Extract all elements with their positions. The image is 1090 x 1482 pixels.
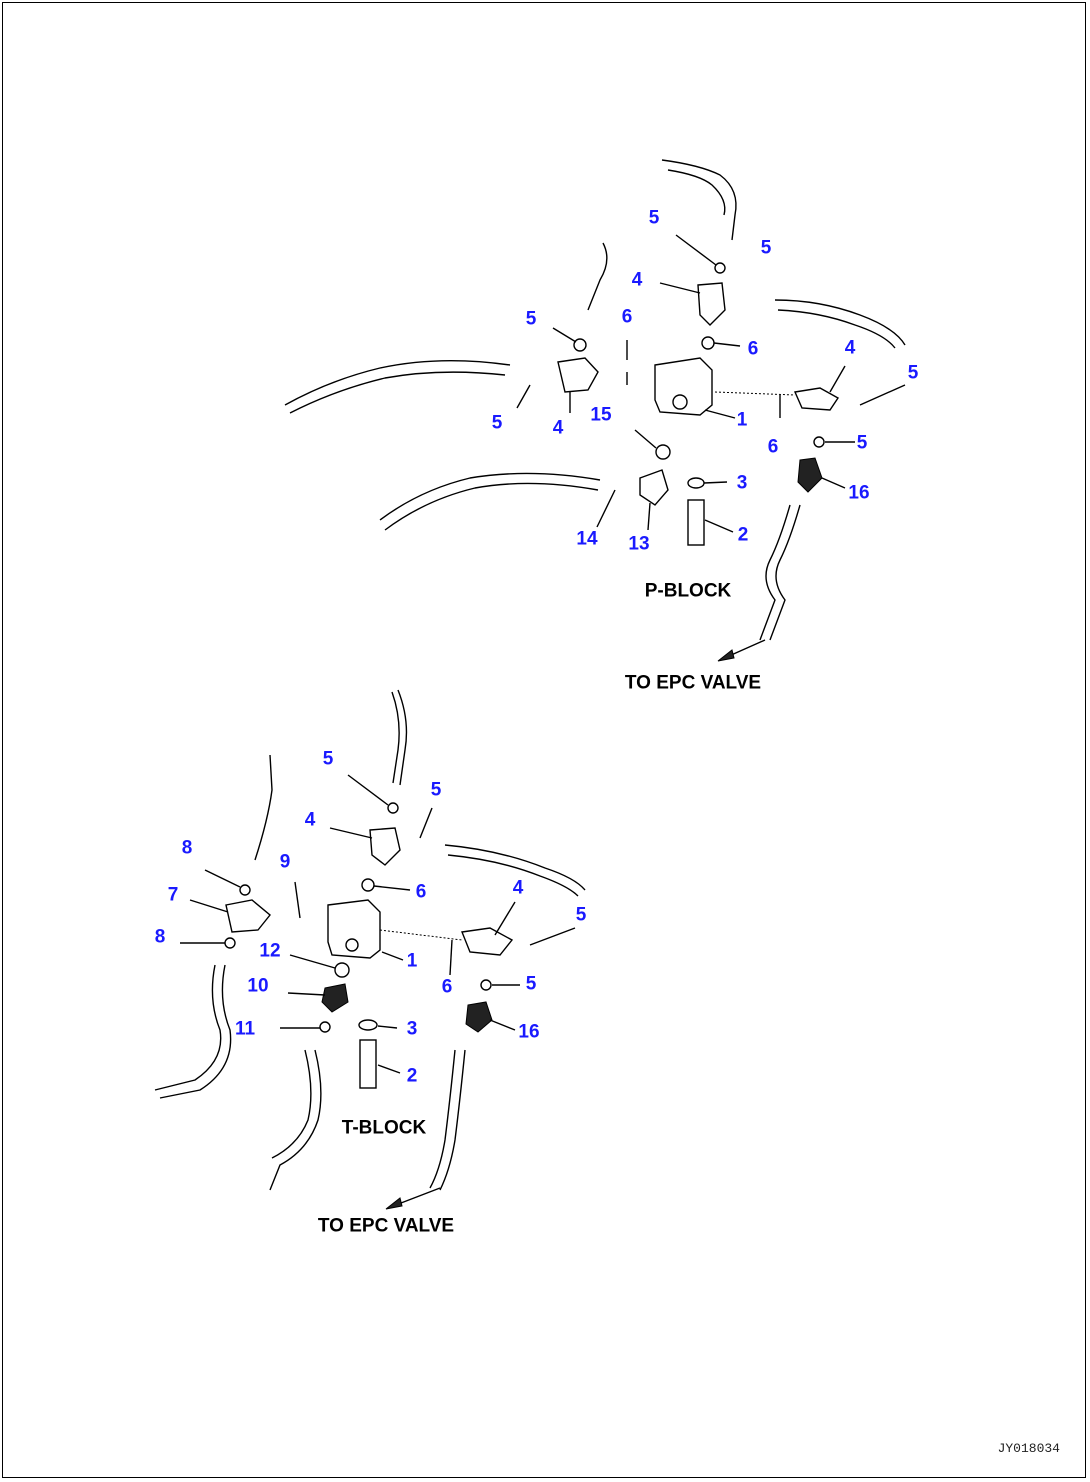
callout-p-5a: 5 bbox=[648, 207, 660, 229]
p-hose-top-inner bbox=[667, 169, 726, 216]
t-hose-upper-left bbox=[254, 754, 273, 861]
t-hose-top bbox=[397, 689, 408, 786]
p-washer bbox=[687, 477, 705, 489]
p-hose-lower-left-inner bbox=[384, 482, 599, 531]
callout-t-8b: 8 bbox=[154, 926, 166, 948]
callout-p-13: 13 bbox=[628, 533, 650, 555]
callout-t-4a: 4 bbox=[304, 809, 316, 831]
callout-p-1: 1 bbox=[736, 409, 748, 431]
p-valve-right bbox=[793, 387, 840, 411]
callout-p-5e: 5 bbox=[491, 412, 503, 434]
p-hose-left-inner bbox=[289, 371, 506, 414]
t-fitting-16 bbox=[465, 1001, 493, 1033]
callout-p-3: 3 bbox=[736, 472, 748, 494]
p-oring-1 bbox=[714, 262, 726, 274]
callout-t-9: 9 bbox=[279, 851, 291, 873]
t-bolt bbox=[359, 1039, 377, 1089]
p-hose-down-inner bbox=[759, 504, 791, 641]
t-oring-6 bbox=[480, 979, 492, 991]
t-valve-right bbox=[461, 927, 514, 956]
p-hose-right bbox=[774, 299, 906, 346]
callout-p-5c: 5 bbox=[525, 308, 537, 330]
p-fitting-16 bbox=[797, 457, 823, 493]
p-oring-4 bbox=[655, 444, 671, 460]
t-hose-mid-down bbox=[269, 1049, 322, 1191]
t-block-assembly bbox=[154, 689, 586, 1210]
callout-p-5f: 5 bbox=[856, 432, 868, 454]
t-fitting-10 bbox=[321, 983, 349, 1013]
t-block-body bbox=[327, 899, 381, 959]
callout-t-11: 11 bbox=[234, 1018, 256, 1040]
callout-p-4c: 4 bbox=[552, 417, 564, 439]
callout-t-8a: 8 bbox=[181, 837, 193, 859]
callout-t-6b: 6 bbox=[441, 976, 453, 998]
t-hose-right-down bbox=[439, 1049, 466, 1191]
t-oring-3 bbox=[361, 878, 375, 892]
callout-p-14: 14 bbox=[576, 528, 598, 550]
p-hose-lower-left bbox=[379, 472, 601, 521]
callout-p-6b: 6 bbox=[747, 338, 759, 360]
p-elbow-13 bbox=[639, 469, 669, 506]
callout-t-7: 7 bbox=[167, 884, 179, 906]
callout-p-5d: 5 bbox=[907, 362, 919, 384]
p-hose-right-inner bbox=[777, 309, 896, 349]
callout-p-4a: 4 bbox=[631, 269, 643, 291]
t-hose-top-inner bbox=[391, 691, 400, 784]
t-hose-left-down-inner bbox=[159, 964, 232, 1099]
p-hose-down bbox=[769, 504, 801, 641]
t-oring-2 bbox=[239, 884, 251, 896]
callout-t-5b: 5 bbox=[430, 779, 442, 801]
callout-t-1: 1 bbox=[406, 950, 418, 972]
t-hose-left-down bbox=[154, 964, 222, 1091]
t-oring-5 bbox=[334, 962, 350, 978]
callout-p-4b: 4 bbox=[844, 337, 856, 359]
callout-t-5d: 5 bbox=[525, 973, 537, 995]
p-valve-top bbox=[697, 282, 726, 326]
callout-t-5c: 5 bbox=[575, 904, 587, 926]
t-block-port bbox=[345, 938, 359, 952]
callout-p-6c: 6 bbox=[767, 436, 779, 458]
t-oring-7 bbox=[319, 1021, 331, 1033]
callout-p-5b: 5 bbox=[760, 237, 772, 259]
callout-p-6a: 6 bbox=[621, 306, 633, 328]
p-hose-left bbox=[284, 359, 511, 406]
callout-t-6a: 6 bbox=[415, 881, 427, 903]
callout-p-2: 2 bbox=[737, 524, 749, 546]
p-hose-top bbox=[661, 159, 737, 241]
t-washer bbox=[358, 1019, 378, 1031]
t-hose-mid-down-inner bbox=[271, 1049, 312, 1159]
callout-t-5a: 5 bbox=[322, 748, 334, 770]
p-oring-3 bbox=[701, 336, 715, 350]
t-hose-right bbox=[444, 844, 586, 891]
p-valve-left bbox=[557, 357, 599, 393]
p-hose-upper-left bbox=[587, 242, 608, 311]
p-oring-5 bbox=[813, 436, 825, 448]
p-block-port bbox=[672, 394, 688, 410]
t-valve-top bbox=[369, 827, 401, 866]
p-block-assembly bbox=[284, 159, 906, 662]
t-block-caption: T-BLOCK bbox=[341, 1117, 427, 1139]
callout-t-2: 2 bbox=[406, 1065, 418, 1087]
callout-t-4b: 4 bbox=[512, 877, 524, 899]
document-id: JY018034 bbox=[997, 1441, 1060, 1456]
callout-t-3: 3 bbox=[406, 1018, 418, 1040]
t-valve-left bbox=[225, 899, 271, 933]
callout-t-12: 12 bbox=[259, 940, 281, 962]
t-oring-4 bbox=[224, 937, 236, 949]
t-block-direction-label: TO EPC VALVE bbox=[317, 1215, 455, 1237]
p-block-direction-label: TO EPC VALVE bbox=[624, 672, 762, 694]
callout-p-16: 16 bbox=[848, 482, 870, 504]
p-block-caption: P-BLOCK bbox=[644, 580, 732, 602]
callout-t-10: 10 bbox=[247, 975, 269, 997]
t-hose-right-down-inner bbox=[429, 1049, 456, 1189]
t-oring-1 bbox=[387, 802, 399, 814]
p-oring-2 bbox=[573, 338, 587, 352]
t-hose-right-inner bbox=[447, 854, 579, 897]
p-bolt bbox=[687, 499, 705, 546]
callout-t-16: 16 bbox=[518, 1021, 540, 1043]
callout-p-15: 15 bbox=[590, 404, 612, 426]
